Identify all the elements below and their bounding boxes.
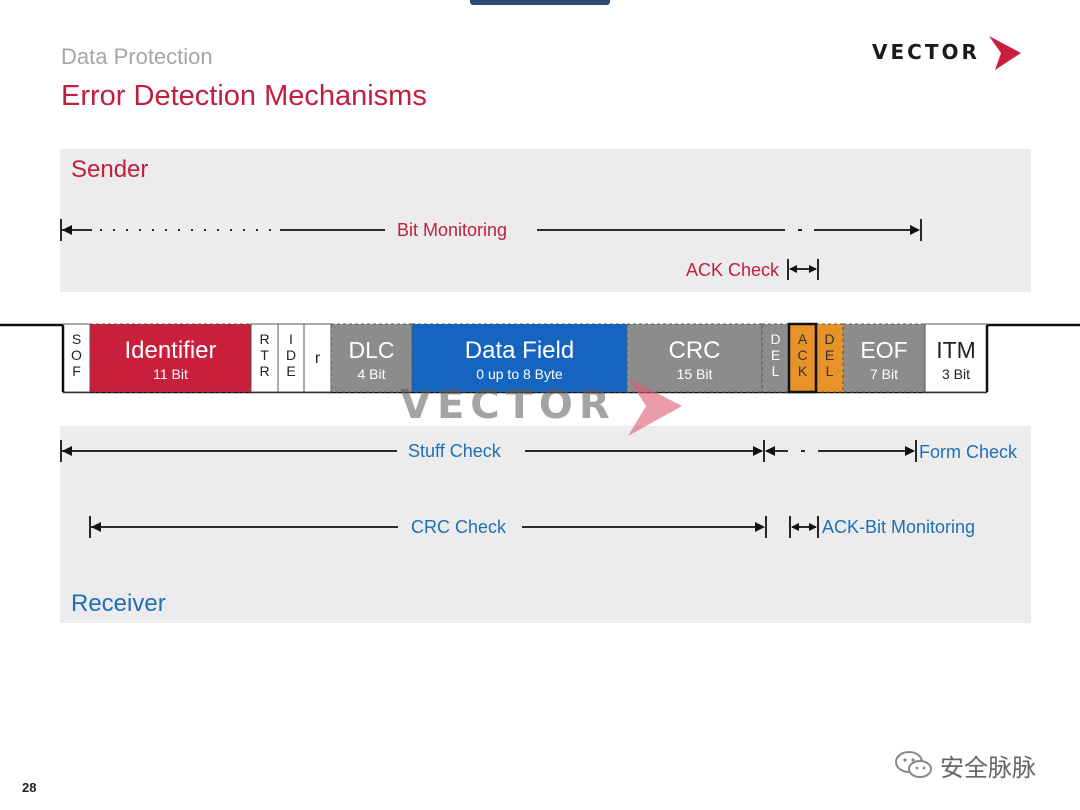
stuff-check-right-arrow [753, 446, 763, 456]
section-title: Data Protection [61, 44, 213, 69]
frame-field-letter: D [770, 331, 780, 347]
frame-field-letter: K [798, 363, 808, 379]
frame-field-letter: A [798, 331, 808, 347]
frame-field-5: DLC 4 Bit [330, 323, 413, 393]
form-check-left-arrow [765, 446, 775, 456]
page-number: 28 [22, 780, 37, 795]
frame-field-letter: E [286, 363, 295, 379]
ack-check-left-arrow [789, 265, 797, 273]
frame-field-1: Identifier 11 Bit [89, 323, 252, 393]
frame-field-size: 4 Bit [357, 366, 385, 382]
frame-field-letter: F [72, 363, 81, 379]
stuff-check-left-arrow [62, 446, 72, 456]
frame-field-letter: C [797, 347, 807, 363]
frame-field-2: RTR [250, 323, 279, 393]
frame-field-size: 15 Bit [677, 366, 713, 382]
receiver-band [60, 426, 1031, 623]
frame-field-name: DLC [348, 337, 394, 363]
frame-field-6: Data Field 0 up to 8 Byte [411, 323, 628, 393]
frame-field-8: DEL [761, 323, 790, 393]
top-tab-indicator [470, 0, 610, 5]
watermark-chevron-icon [628, 378, 682, 436]
slide-title: Error Detection Mechanisms [61, 80, 427, 112]
crc-check-label: CRC Check [411, 517, 507, 537]
bit-monitoring-label: Bit Monitoring [397, 220, 508, 240]
frame-field-name: CRC [669, 337, 721, 364]
ack-slot-outline [787, 322, 818, 394]
frame-field-12: ITM 3 Bit [924, 323, 988, 393]
ack-check-label: ACK Check [686, 260, 780, 280]
frame-field-size: 7 Bit [870, 366, 898, 382]
frame-field-letter: I [289, 331, 293, 347]
frame-field-7: CRC 15 Bit [626, 323, 763, 393]
stuff-check-label: Stuff Check [408, 441, 501, 461]
frame-field-letter: S [72, 331, 81, 347]
frame-field-letter: O [71, 347, 82, 363]
crc-check-left-arrow [91, 522, 101, 532]
frame-field-letter: T [260, 347, 269, 363]
crc-check-right-arrow [755, 522, 765, 532]
frame-field-size: 11 Bit [153, 366, 188, 382]
wechat-icon [895, 751, 932, 778]
frame-field-11: EOF 7 Bit [842, 323, 926, 393]
frame-field-0: SOF [62, 323, 91, 393]
frame-field-letter: E [771, 347, 780, 363]
watermark-text: VECTOR [400, 382, 616, 428]
frame-field-letter: D [824, 331, 834, 347]
frame-field-name: Identifier [124, 337, 216, 364]
frame-field-name: r [315, 350, 321, 367]
frame-field-9: ACK [788, 323, 817, 393]
frame-field-size: 3 Bit [942, 366, 970, 382]
form-check-label: Form Check [919, 442, 1018, 462]
frame-field-letter: R [259, 331, 269, 347]
frame-field-letter: D [286, 347, 296, 363]
bit-monitoring-right-arrow [910, 225, 920, 235]
sender-band [60, 149, 1031, 292]
frame-field-letter: R [259, 363, 269, 379]
ack-check-right-arrow [809, 265, 817, 273]
frame-field-letter: L [772, 363, 780, 379]
frame-field-name: Data Field [465, 337, 574, 364]
bit-monitoring-left-arrow [62, 225, 72, 235]
frame-field-3: IDE [277, 323, 305, 393]
frame-field-letter: L [826, 363, 834, 379]
frame-field-letter: E [825, 347, 834, 363]
ack-bit-monitoring-label: ACK-Bit Monitoring [822, 517, 976, 537]
vector-logo: VECTOR [872, 34, 1022, 72]
frame-field-name: ITM [936, 337, 976, 363]
frame-field-10: DEL [815, 323, 844, 393]
logo-chevron-icon [989, 36, 1021, 70]
frame-field-name: EOF [860, 337, 907, 363]
wechat-account-name: 安全脉脉 [940, 754, 1036, 782]
form-check-right-arrow [905, 446, 915, 456]
frame-field-size: 0 up to 8 Byte [476, 366, 563, 382]
ack-bit-right-arrow [809, 523, 817, 531]
receiver-label: Receiver [71, 590, 166, 617]
logo-text: VECTOR [872, 40, 980, 64]
sender-label: Sender [71, 156, 149, 183]
frame-field-4: r [303, 323, 332, 393]
ack-bit-left-arrow [791, 523, 799, 531]
